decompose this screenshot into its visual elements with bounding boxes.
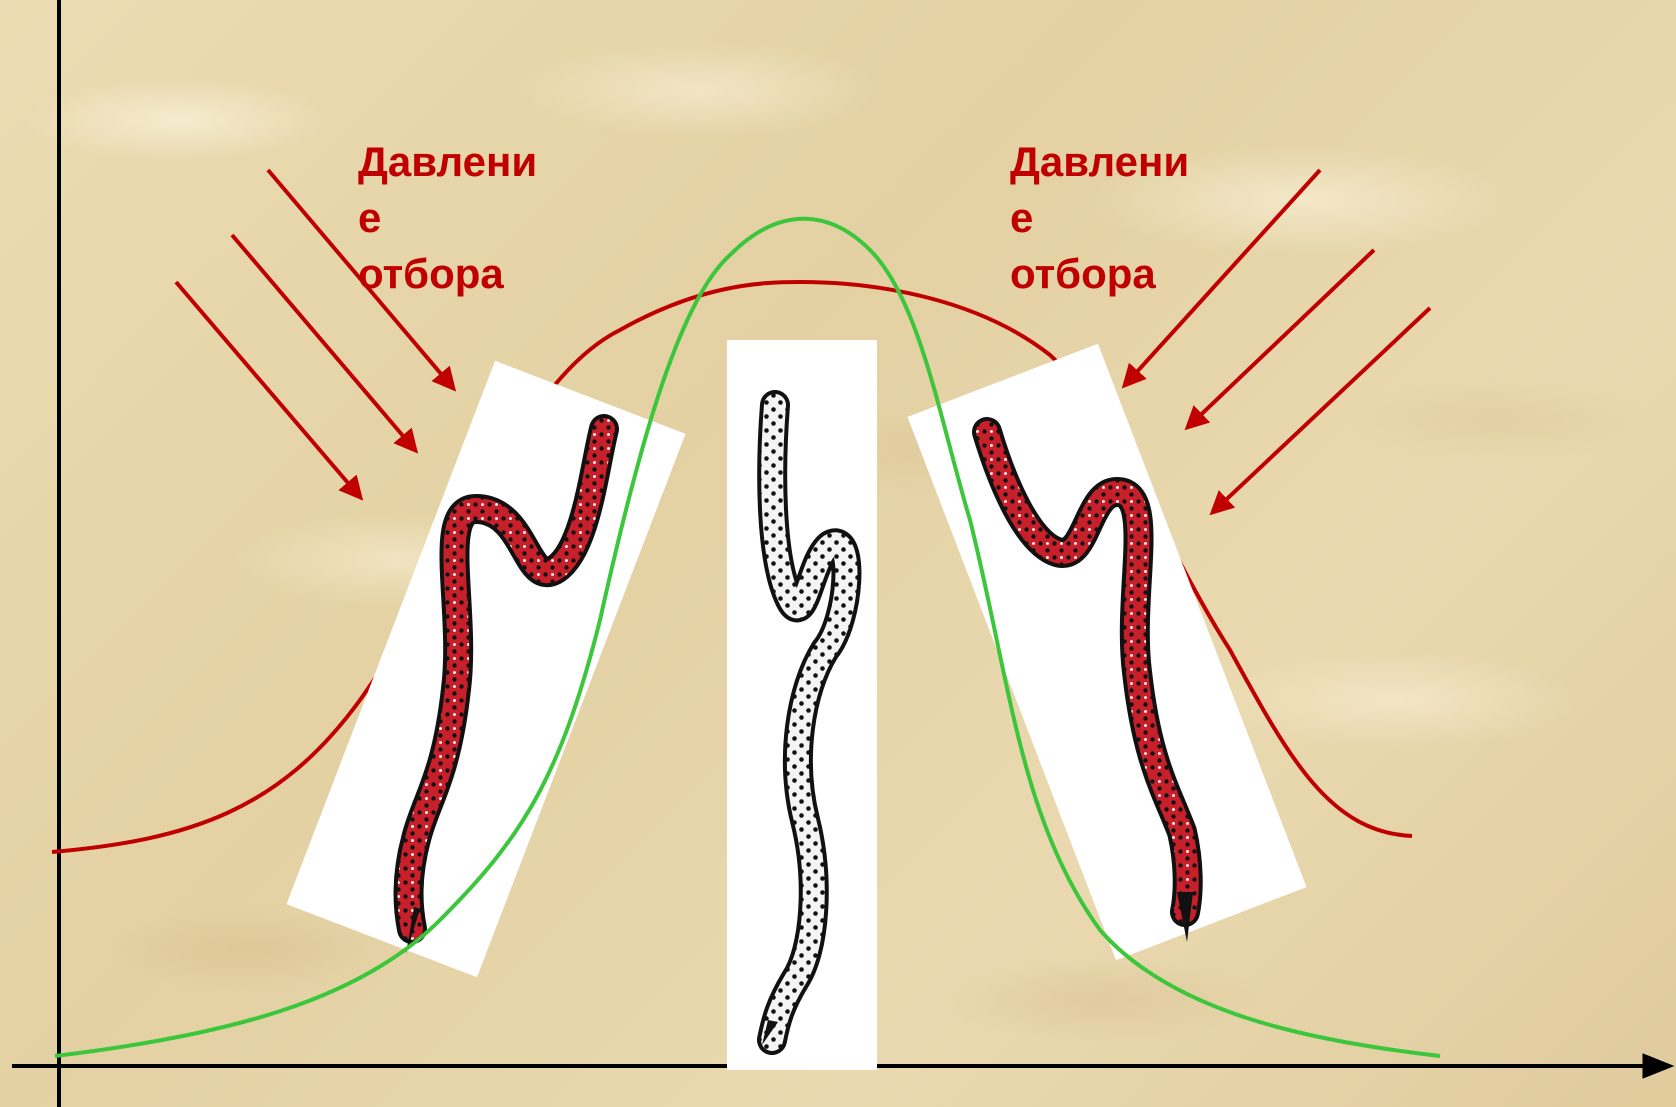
pressure-arrow-left [176,282,360,497]
snake-card-center [727,340,877,1070]
selection-pressure-label-right: Давлени е отбора [1010,134,1189,302]
pressure-arrow-right [1188,250,1374,427]
pressure-arrow-right [1213,308,1430,512]
selection-pressure-label-left: Давлени е отбора [358,134,537,302]
snake-card-right [801,323,1364,1011]
